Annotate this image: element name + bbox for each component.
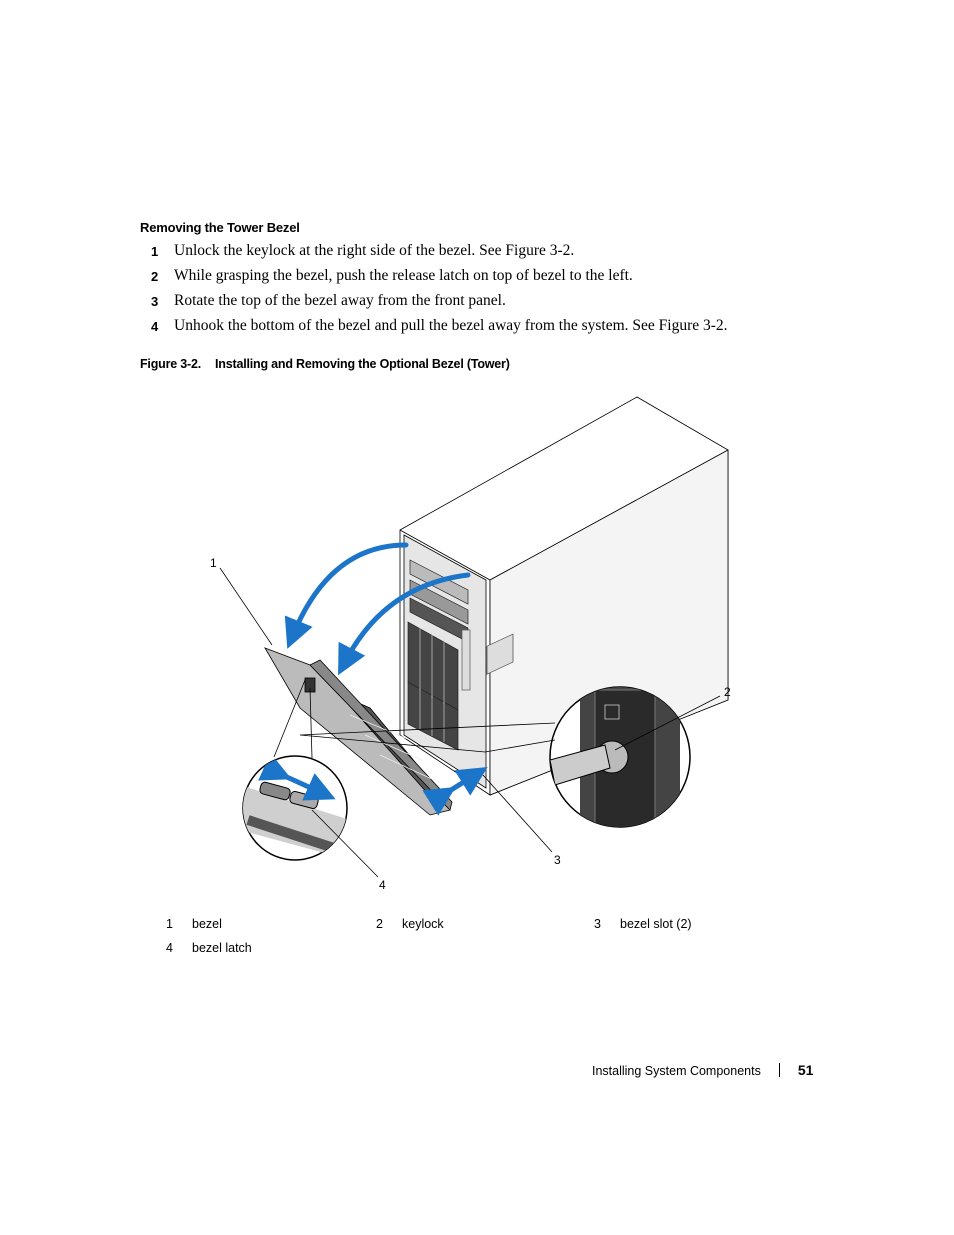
step-text: Rotate the top of the bezel away from th… bbox=[174, 292, 506, 309]
legend-item: 3 bezel slot (2) bbox=[594, 917, 692, 931]
rotation-arrows bbox=[284, 542, 488, 816]
step-text: While grasping the bezel, push the relea… bbox=[174, 267, 633, 284]
latch-inset bbox=[242, 679, 348, 861]
step-number: 3 bbox=[151, 294, 159, 309]
bezel-illustration: 1 2 3 4 bbox=[200, 390, 740, 900]
step-list: 1 Unlock the keylock at the right side o… bbox=[140, 242, 840, 342]
legend-item: 4 bezel latch bbox=[166, 941, 252, 955]
figure-number: Figure 3-2. bbox=[140, 357, 202, 371]
legend-label: bezel latch bbox=[192, 941, 252, 955]
legend-number: 4 bbox=[166, 941, 173, 955]
keylock-inset bbox=[299, 686, 691, 828]
section-heading: Removing the Tower Bezel bbox=[140, 220, 300, 235]
legend-number: 1 bbox=[166, 917, 173, 931]
callout-2: 2 bbox=[724, 685, 731, 699]
step-item: 2 While grasping the bezel, push the rel… bbox=[140, 267, 840, 292]
step-item: 4 Unhook the bottom of the bezel and pul… bbox=[140, 317, 840, 342]
page-number: 51 bbox=[797, 1062, 814, 1078]
legend-number: 2 bbox=[376, 917, 383, 931]
bezel bbox=[264, 647, 453, 816]
page-footer: Installing System Components 51 bbox=[592, 1062, 813, 1078]
callout-3: 3 bbox=[554, 853, 561, 867]
footer-divider bbox=[778, 1063, 780, 1077]
legend-item: 1 bezel bbox=[166, 917, 222, 931]
legend-label: bezel slot (2) bbox=[620, 917, 692, 931]
step-item: 1 Unlock the keylock at the right side o… bbox=[140, 242, 840, 267]
legend-label: keylock bbox=[402, 917, 444, 931]
callout-1: 1 bbox=[210, 556, 217, 570]
legend-number: 3 bbox=[594, 917, 601, 931]
step-number: 4 bbox=[151, 319, 159, 334]
step-number: 1 bbox=[151, 244, 159, 259]
step-text: Unhook the bottom of the bezel and pull … bbox=[174, 317, 728, 334]
step-number: 2 bbox=[151, 269, 159, 284]
callout-lines bbox=[219, 567, 721, 878]
step-text: Unlock the keylock at the right side of … bbox=[174, 242, 575, 259]
callout-4: 4 bbox=[379, 878, 386, 892]
step-item: 3 Rotate the top of the bezel away from … bbox=[140, 292, 840, 317]
figure-caption: Figure 3-2. Installing and Removing the O… bbox=[140, 357, 510, 371]
legend-label: bezel bbox=[192, 917, 222, 931]
figure-title: Installing and Removing the Optional Bez… bbox=[215, 357, 510, 371]
legend-item: 2 keylock bbox=[376, 917, 444, 931]
footer-section-title: Installing System Components bbox=[592, 1064, 761, 1078]
